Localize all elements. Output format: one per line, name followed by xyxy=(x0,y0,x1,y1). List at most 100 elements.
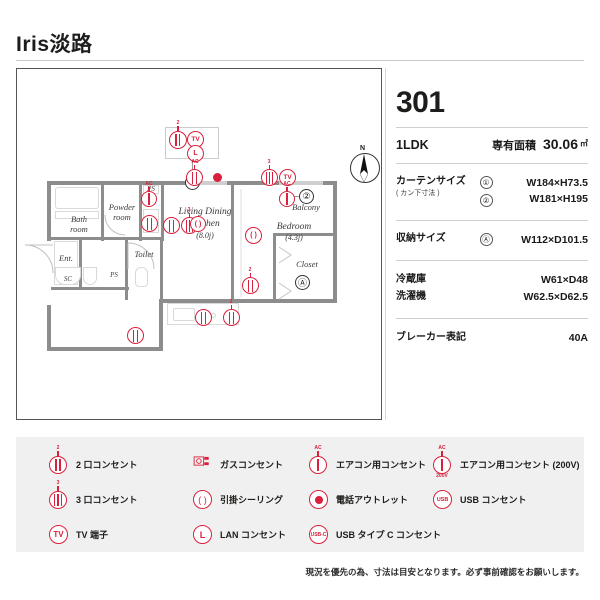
wall-bottom-mid xyxy=(159,299,337,303)
storage-marker-a: Ⓐ xyxy=(479,232,493,246)
compass-needle xyxy=(359,154,369,183)
curtain-values: W184×H73.5 W181×H195 xyxy=(498,175,588,208)
spec-rule-3 xyxy=(396,219,588,221)
washer-row: 洗濯機 W62.5×D62.5 xyxy=(396,289,588,306)
storage-markers: Ⓐ xyxy=(474,232,498,246)
compass-ring xyxy=(350,153,380,183)
ac-outlet-icon-powder: AC xyxy=(141,182,157,207)
ac-outlet-icon-ldk: AC xyxy=(186,160,203,186)
marker-leader-1 xyxy=(192,157,193,177)
curtain-value-1: W184×H73.5 xyxy=(526,177,588,189)
legend-label-phone-outlet: 電話アウトレット xyxy=(336,494,409,505)
legend-label-outlet-3: 3 口コンセント xyxy=(76,494,138,505)
legend-label-gas-outlet: ガスコンセント xyxy=(220,459,284,470)
unit-summary-row: 1LDK 専有面積 30.06 ㎡ xyxy=(396,136,588,153)
legend-item-phone-outlet: 電話アウトレット xyxy=(304,484,408,514)
shoe-closet xyxy=(55,267,81,285)
curtain-markers: ① ② xyxy=(474,175,498,207)
legend-item-tv-terminal: TV TV 端子 xyxy=(44,519,108,549)
wall-toilet-right xyxy=(160,240,163,302)
wall-toilet-left xyxy=(125,240,128,300)
room-label-balcony: Balcony xyxy=(292,202,320,212)
phone-outlet-icon-ldk xyxy=(213,173,222,182)
legend-item-ceiling-hook: ( ) 引掛シーリング xyxy=(188,484,283,514)
legend-item-lan-outlet: L LAN コンセント xyxy=(188,519,286,549)
washer-value: W62.5×D62.5 xyxy=(523,291,589,304)
unit-spec-panel: 301 1LDK 専有面積 30.06 ㎡ カーテンサイズ ( カン下寸法 ) … xyxy=(396,88,588,348)
storage-size-label: 収納サイズ xyxy=(396,232,446,244)
washer-label: 洗濯機 xyxy=(396,291,426,303)
outlet-2-icon: 2 xyxy=(44,446,74,479)
wall-entry-top xyxy=(51,237,163,240)
room-label-bedroom: Bedroom (4.3j) xyxy=(276,222,312,243)
fridge-label: 冷蔵庫 xyxy=(396,273,426,285)
ceiling-hook-icon-bedroom: ( ) xyxy=(245,227,262,244)
curtain-marker-2: ② xyxy=(479,194,493,207)
ac-outlet-200v-icon: AC 200V xyxy=(428,446,458,479)
shoe-closet-2 xyxy=(83,267,97,285)
wall-balcony-bottom xyxy=(273,233,337,236)
curtain-size-label: カーテンサイズ ( カン下寸法 ) xyxy=(396,175,474,198)
legend-label-outlet-2: 2 口コンセント xyxy=(76,459,138,470)
legend-label-ac-outlet-200v: エアコン用コンセント (200V) xyxy=(460,459,580,470)
storage-size-block: 収納サイズ Ⓐ W112×D101.5 xyxy=(396,232,588,248)
legend-item-usb-outlet: USB USB コンセント xyxy=(428,484,527,514)
breaker-value: 40A xyxy=(568,332,588,345)
plan-type: 1LDK xyxy=(396,138,429,152)
spec-rule-5 xyxy=(396,318,588,320)
breaker-label: ブレーカー表記 xyxy=(396,332,466,344)
legend-item-usb-c-outlet: USB-C USB タイプ C コンセント xyxy=(304,519,441,549)
outlet-3-icon: 3 xyxy=(44,481,74,514)
title-divider xyxy=(16,60,584,61)
legend-item-ac-outlet-200v: AC 200V エアコン用コンセント (200V) xyxy=(428,446,580,479)
ceiling-hook-icon: ( ) xyxy=(188,484,218,514)
marker-storage-a: Ⓐ xyxy=(295,275,310,290)
unit-number: 301 xyxy=(396,86,445,119)
disclaimer-text: 現況を優先の為、寸法は目安となります。必ず事前確認をお願いします。 xyxy=(305,567,584,577)
legend-item-gas-outlet: ガスコンセント xyxy=(188,449,283,479)
gas-outlet-icon xyxy=(188,449,218,479)
tv-terminal-icon: TV xyxy=(44,519,74,549)
usb-outlet-icon: USB xyxy=(428,484,458,514)
fridge-value: W61×D48 xyxy=(541,273,588,286)
legend-label-ceiling-hook: 引掛シーリング xyxy=(220,494,284,505)
wall-kitchen-left xyxy=(159,299,163,351)
compass-north-label: N xyxy=(360,145,366,152)
room-label-ps-upper: PS xyxy=(147,185,155,193)
legend-panel: 2 2 口コンセント 3 3 口コンセント xyxy=(16,437,584,552)
panel-divider xyxy=(385,68,386,420)
bath-counter xyxy=(55,211,99,219)
wall-bedroom-left xyxy=(231,185,234,303)
room-label-closet: Closet xyxy=(296,259,318,269)
phone-outlet-icon xyxy=(304,484,334,514)
room-label-ps-lower: PS xyxy=(110,271,118,279)
lan-outlet-icon-ldk: L xyxy=(187,145,204,162)
wall-entry-right xyxy=(79,240,82,290)
storage-values: W112×D101.5 xyxy=(498,232,588,248)
outlet-2-icon-corridor xyxy=(163,217,180,234)
area-label: 専有面積 xyxy=(491,140,536,152)
area-unit: ㎡ xyxy=(580,139,588,148)
ceiling-hook-icon-ldk: ( ) xyxy=(190,216,206,232)
outlet-2-icon-kitchen-right: 2 xyxy=(223,300,240,326)
spec-rule-4 xyxy=(396,259,588,261)
fridge-row: 冷蔵庫 W61×D48 xyxy=(396,272,588,289)
toilet-fixture xyxy=(135,267,148,287)
legend-item-outlet-3: 3 3 口コンセント xyxy=(44,481,138,514)
wall-left-lower xyxy=(47,305,51,351)
legend-label-tv-terminal: TV 端子 xyxy=(76,529,109,540)
legend-label-usb-outlet: USB コンセント xyxy=(460,494,527,505)
marker-window-2: ② xyxy=(299,189,314,204)
outlet-3-icon-bedroom: 3 xyxy=(261,160,278,186)
compass-rose: N xyxy=(347,145,381,187)
outlet-2-icon-toilet xyxy=(127,327,144,344)
tv-terminal-icon-bedroom: TV xyxy=(279,169,296,186)
room-label-entrance: Ent. xyxy=(59,253,73,263)
curtain-marker-1: ① xyxy=(479,176,493,189)
outlet-2-icon-kitchen xyxy=(195,309,212,326)
curtain-size-block: カーテンサイズ ( カン下寸法 ) ① ② W184×H73.5 W181×H1… xyxy=(396,175,588,208)
